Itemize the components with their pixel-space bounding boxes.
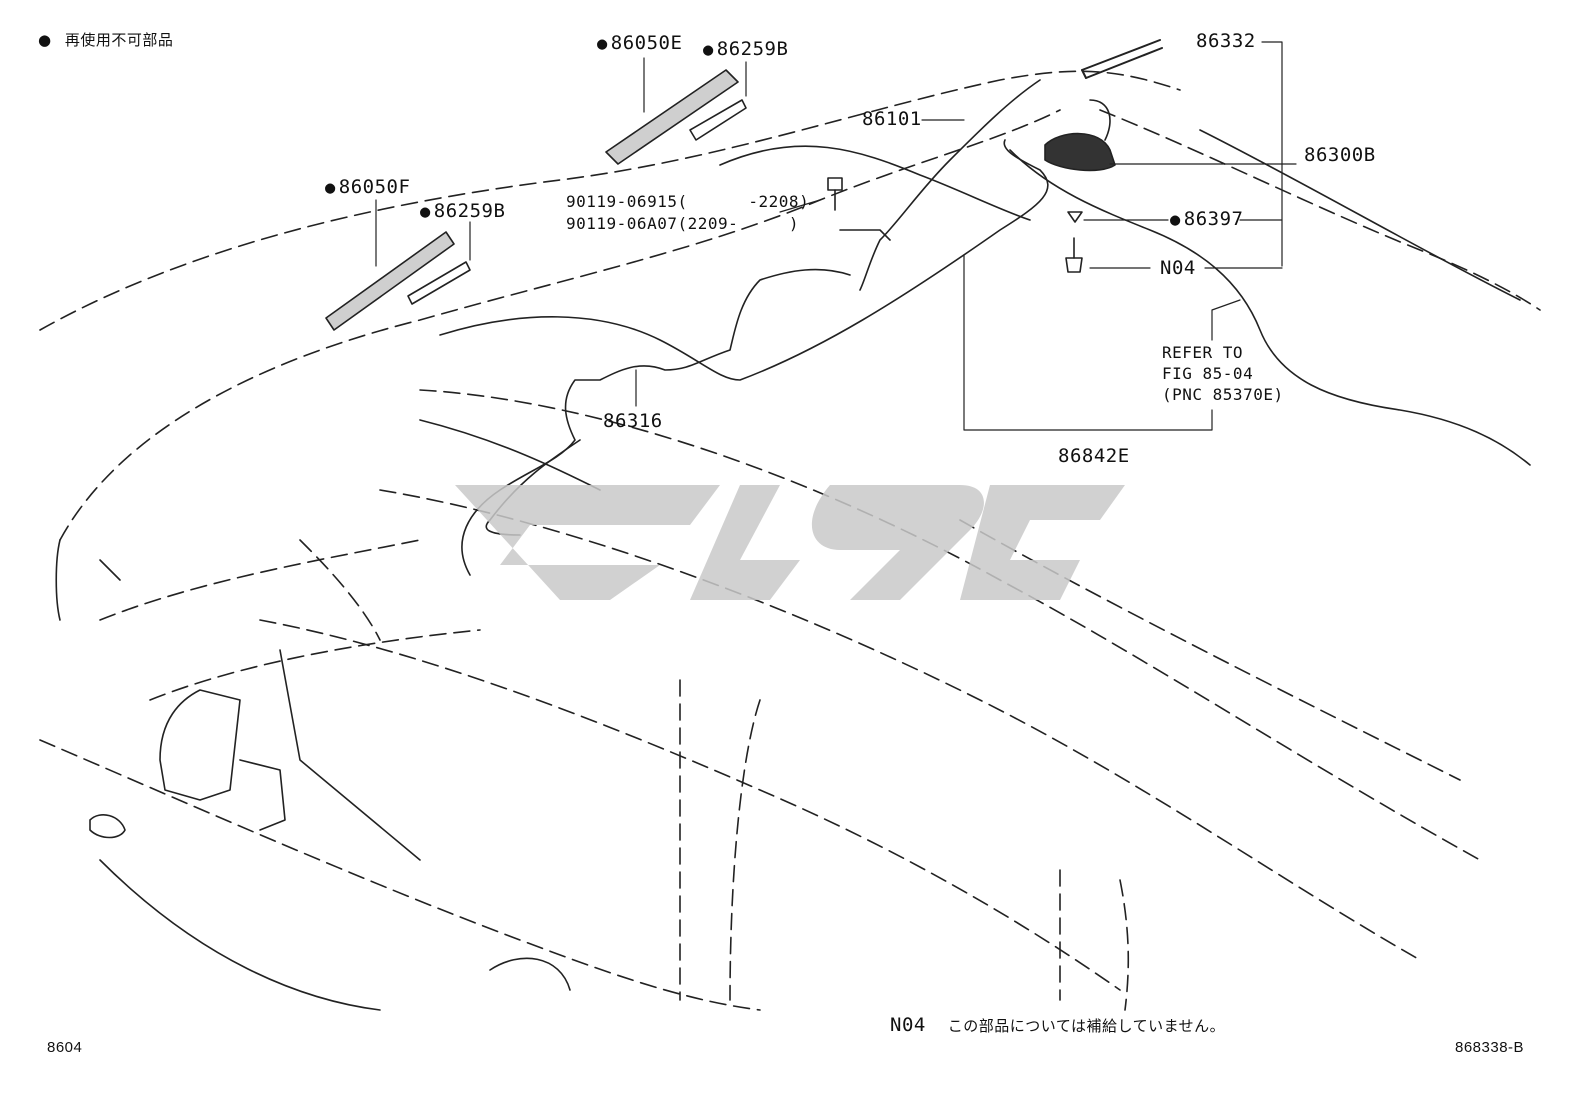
trim-86050F (325, 231, 471, 331)
callout-86842E: 86842E (1058, 445, 1130, 467)
legend-text: 再使用不可部品 (64, 31, 174, 49)
callout-86397: 86397 (1170, 210, 1243, 229)
legend: ● 再使用不可部品 (38, 33, 173, 48)
callout-86259B-top: 86259B (703, 40, 788, 59)
footnote-text: この部品については補給していません。 (947, 1017, 1226, 1035)
callout-86101: 86101 (862, 108, 922, 130)
page-code: 8604 (47, 1039, 83, 1056)
refer-line-2: FIG 85-04 (1162, 364, 1254, 383)
callout-bolt-b: 90119-06A07(2209- ) (566, 214, 800, 233)
body-lines (55, 129, 1521, 1011)
refer-line-3: (PNC 85370E) (1162, 385, 1284, 404)
callout-bolt-a: 90119-06915( -2208) (566, 192, 810, 211)
watermark-logo (455, 485, 1125, 600)
antenna-mast (1081, 39, 1163, 79)
antenna-base (1044, 99, 1116, 172)
bolt-90119 (827, 177, 843, 211)
trim-86050E (605, 69, 747, 165)
callout-86050F: 86050F (325, 178, 410, 197)
callout-86332: 86332 (1196, 30, 1256, 52)
roof-outline (39, 70, 1541, 1011)
screw-N04 (1065, 237, 1083, 273)
callout-86300B: 86300B (1304, 144, 1376, 166)
callout-86259B-left: 86259B (420, 202, 505, 221)
refer-line-1: REFER TO (1162, 343, 1244, 362)
refer-note: REFER TO FIG 85-04 (PNC 85370E) (1162, 342, 1284, 405)
callout-N04: N04 (1160, 257, 1196, 279)
drawing-code: 868338-B (1455, 1039, 1525, 1056)
leader-lines (375, 41, 1297, 431)
legend-marker: ● (38, 31, 52, 49)
antenna-cable-86842E (439, 139, 1531, 466)
callout-86050E: 86050E (597, 34, 682, 53)
antenna-cable-86101 (839, 79, 1041, 291)
clip-86397 (1067, 211, 1083, 223)
footnote: N04 この部品については補給していません。 (890, 1016, 1225, 1035)
callout-86316: 86316 (603, 410, 663, 432)
footnote-code: N04 (890, 1014, 926, 1036)
